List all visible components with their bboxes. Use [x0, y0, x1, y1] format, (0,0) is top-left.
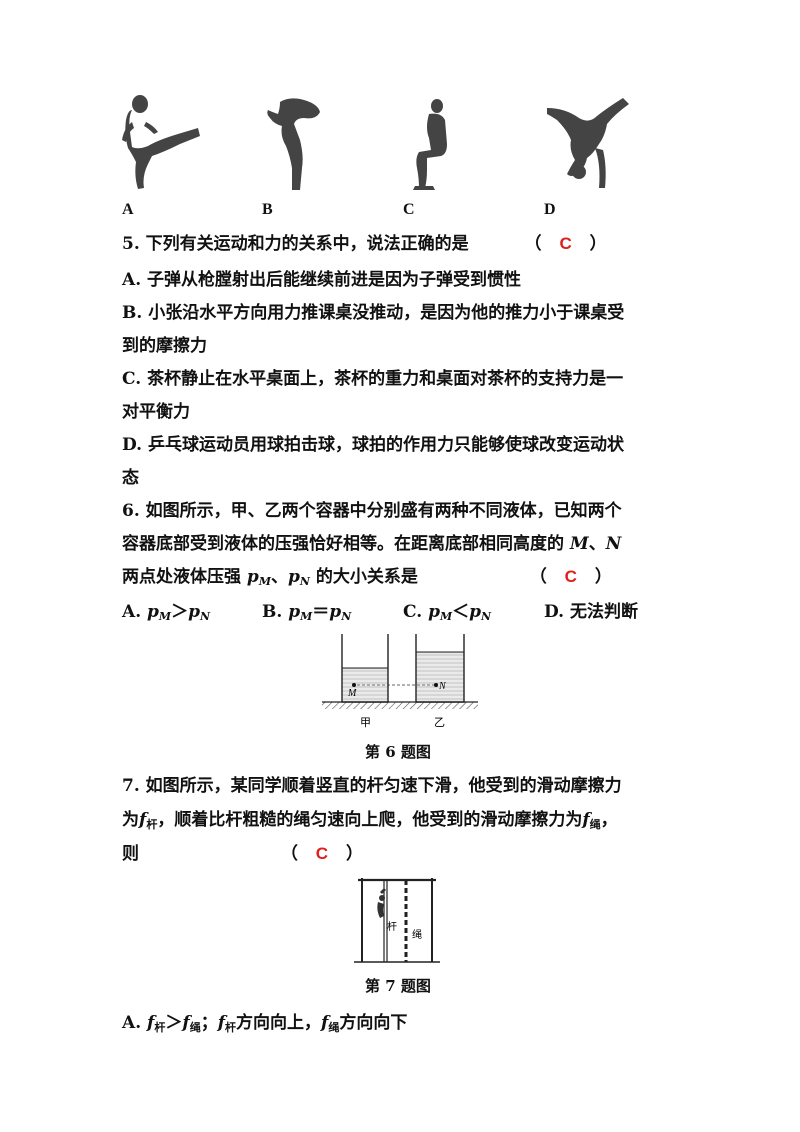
q6-line3b: 的大小关系是 [315, 567, 418, 587]
figure-label-d: D [544, 201, 556, 218]
q6-pn-sub: N [299, 575, 310, 588]
q6-fig-yi-label: 乙 [434, 716, 445, 729]
q6-line3: 两点处液体压强 pM、pN 的大小关系是 （ C ） [122, 565, 612, 594]
q6-option-d: D. 无法判断 [544, 602, 638, 622]
q6-point-n: N [605, 534, 622, 554]
q5-option-c-line1: C. 茶杯静止在水平桌面上，茶杯的重力和桌面对茶杯的支持力是一 [122, 369, 624, 389]
q7-line3: 则 （ C ） [122, 844, 363, 864]
figure-label-a: A [122, 201, 134, 218]
q5-option-d-line2: 态 [122, 468, 139, 488]
q6-point-m-dot [352, 683, 356, 687]
q6-paren-open: （ [529, 567, 547, 587]
q6-fig-jia-label: 甲 [360, 716, 371, 729]
figure-label-b: B [262, 201, 273, 218]
q5-paren-open: （ [524, 234, 542, 254]
q6-point-n-dot [434, 683, 438, 687]
q6-pm-p: p [246, 567, 259, 587]
q7-line2: 为f杆，顺着比杆粗糙的绳匀速向上爬，他受到的滑动摩擦力为f绳， [122, 810, 618, 831]
q6-line2-text: 容器底部受到液体的压强恰好相等。在距离底部相同高度的 [122, 534, 564, 554]
q6-fig-m-label: M [347, 688, 357, 699]
q6-option-a: A. pM＞pN [122, 602, 211, 623]
q7-caption: 第 7 题图 [365, 977, 431, 995]
silhouette-balance [267, 98, 320, 190]
q7-paren-close: ） [345, 844, 363, 864]
q5-option-b-line2: 到的摩擦力 [122, 336, 207, 356]
q6-pm-sub: M [258, 575, 271, 588]
q5-option-d-line1: D. 乒乓球运动员用球拍击球，球拍的作用力只能够使球改变运动状 [122, 435, 624, 455]
q7-option-a: A. f杆＞f绳；f杆方向向上，f绳方向向下 [122, 1013, 408, 1034]
q6-containers-figure: M N 甲 乙 [322, 634, 478, 729]
q5-option-c-line2: 对平衡力 [122, 402, 190, 422]
q6-paren-close: ） [594, 567, 612, 587]
silhouette-seated [413, 99, 447, 190]
silhouette-freeze [547, 98, 629, 188]
q5-paren-close: ） [589, 234, 607, 254]
q7-paren-open: （ [280, 844, 298, 864]
q6-answer: C [564, 567, 577, 586]
q7-fig-sheng-label: 绳 [412, 928, 422, 941]
figure-silhouettes [110, 92, 630, 192]
figure-label-c: C [403, 201, 415, 218]
q6-sep: 、 [588, 534, 606, 554]
q5-answer: C [559, 234, 572, 253]
q6-option-c: C. pM＜pN [403, 602, 492, 623]
q7-pole-rope-figure: 杆 绳 [354, 878, 440, 963]
q6-point-m: M [569, 534, 589, 554]
q6-line3a: 两点处液体压强 [122, 567, 241, 587]
q5-stem-line: 5. 下列有关运动和力的关系中，说法正确的是 （ C ） [122, 232, 607, 256]
q6-line2: 容器底部受到液体的压强恰好相等。在距离底部相同高度的 M、N [122, 532, 621, 556]
q7-answer: C [315, 844, 329, 863]
q6-option-b: B. pM＝pN [262, 602, 352, 623]
q5-option-b-line1: B. 小张沿水平方向用力推课桌没推动，是因为他的推力小于课桌受 [122, 303, 625, 323]
q6-sep2: 、 [271, 567, 288, 587]
q5-option-a: A. 子弹从枪膛射出后能继续前进是因为子弹受到惯性 [122, 270, 522, 290]
silhouette-kick [122, 95, 200, 189]
q6-fig-n-label: N [438, 681, 447, 692]
q6-caption: 第 6 题图 [365, 743, 431, 761]
q7-fig-gan-label: 杆 [387, 921, 397, 933]
q6-pn-p: p [288, 567, 300, 587]
q6-line1: 6. 如图所示，甲、乙两个容器中分别盛有两种不同液体，已知两个 [122, 501, 622, 521]
q7-line1: 7. 如图所示，某同学顺着竖直的杆匀速下滑，他受到的滑动摩擦力 [122, 776, 622, 796]
q5-stem: 5. 下列有关运动和力的关系中，说法正确的是 [122, 234, 469, 254]
